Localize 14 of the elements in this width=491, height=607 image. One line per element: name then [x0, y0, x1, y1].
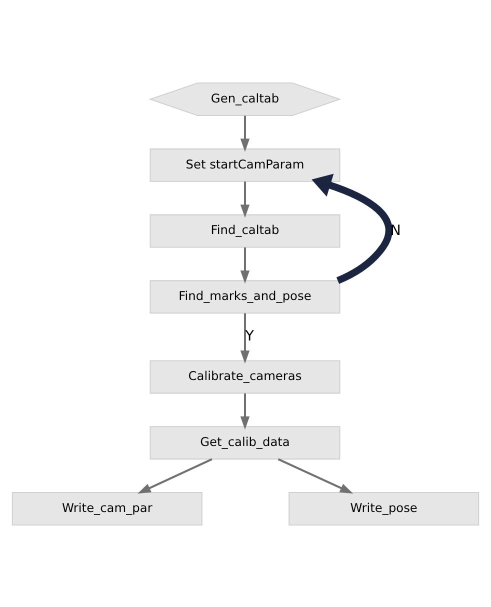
arrow — [312, 173, 392, 284]
arrow — [240, 247, 250, 284]
node-box: Find_marks_and_pose — [150, 280, 340, 314]
node-box: Write_cam_par — [12, 492, 202, 525]
node-box: Write_pose — [288, 492, 480, 525]
arrow — [240, 115, 250, 152]
node-box: Find_caltab — [150, 214, 340, 248]
node-box: Set startCamParam — [150, 148, 340, 182]
arrow — [278, 458, 354, 494]
node-box: Get_calib_data — [150, 426, 340, 460]
arrow — [240, 392, 250, 430]
arrow — [138, 458, 212, 494]
arrow — [240, 181, 250, 218]
node-box: Calibrate_cameras — [150, 360, 340, 394]
